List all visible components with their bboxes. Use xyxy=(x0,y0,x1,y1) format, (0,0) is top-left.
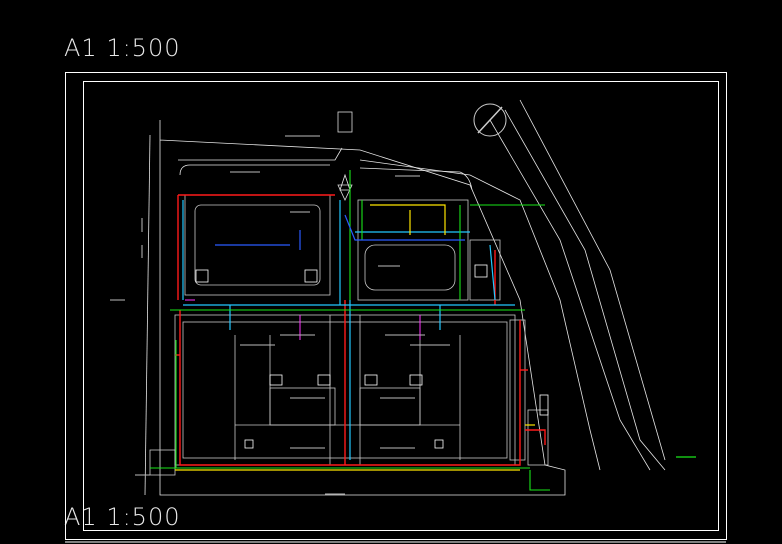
north-arrow-icon xyxy=(473,103,507,137)
building-main-lower xyxy=(149,314,549,476)
site-boundary xyxy=(144,99,666,496)
pipe-cyan xyxy=(182,200,515,460)
pipe-yellow xyxy=(175,204,535,471)
building-upper-right xyxy=(357,199,501,301)
sheet-scale-label-top: A1 1:500 xyxy=(64,34,181,62)
sheet-outer-frame xyxy=(65,72,727,540)
annotation-marks xyxy=(110,135,450,495)
entrance-marker xyxy=(337,111,353,201)
pipe-magenta xyxy=(185,299,421,340)
equipment-markers xyxy=(195,264,549,449)
pipe-blue xyxy=(215,214,465,250)
pipe-green xyxy=(150,170,550,491)
sheet-inner-frame xyxy=(83,81,719,531)
pipe-red xyxy=(175,194,546,466)
